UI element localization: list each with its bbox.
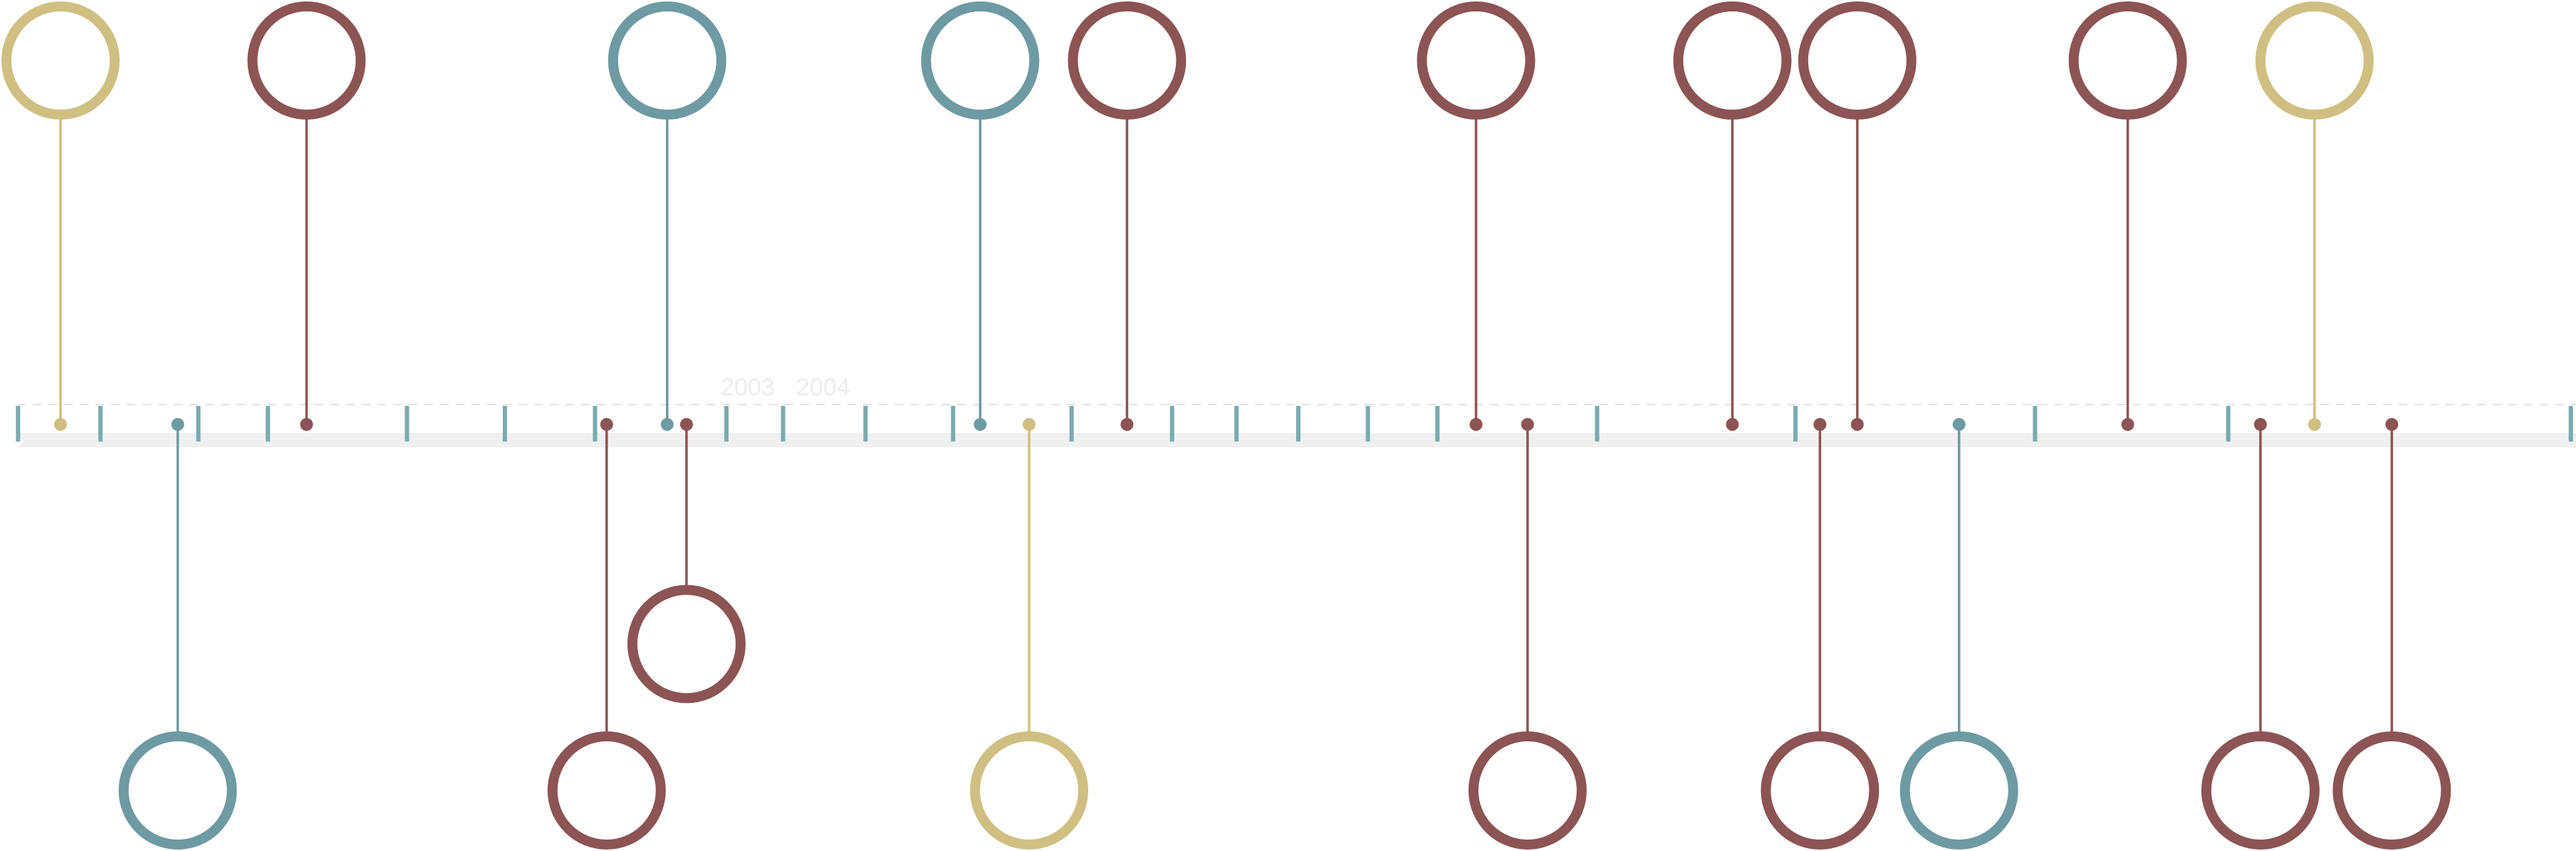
event-axis-dot: [1952, 418, 1966, 431]
event-ring: [969, 731, 1088, 850]
event-marker: [1761, 418, 1879, 850]
event-marker: [1673, 1, 1792, 431]
event-axis-dot: [300, 418, 313, 431]
event-ring: [1417, 1, 1535, 120]
event-ring: [1068, 1, 1187, 120]
event-axis-dot: [1521, 418, 1534, 431]
event-marker: [627, 418, 746, 704]
axis-tick-group: [16, 406, 2573, 442]
event-ring: [2201, 731, 2320, 850]
year-label-2004: 2004: [796, 374, 850, 401]
event-marker: [247, 1, 366, 431]
event-marker: [1468, 418, 1587, 850]
event-marker: [2332, 418, 2451, 850]
event-marker: [547, 418, 666, 850]
event-ring: [1899, 731, 2018, 850]
event-marker: [2068, 1, 2187, 431]
event-ring: [1468, 731, 1587, 850]
event-marker-group: [1, 1, 2451, 850]
event-ring: [1798, 1, 1917, 120]
event-marker: [118, 418, 237, 850]
event-axis-dot: [1469, 418, 1483, 431]
event-ring: [247, 1, 366, 120]
event-marker: [1, 1, 120, 431]
event-axis-dot: [1850, 418, 1864, 431]
event-axis-dot: [1726, 418, 1739, 431]
event-marker: [2255, 1, 2374, 431]
event-ring: [1761, 731, 1879, 850]
event-marker: [608, 1, 726, 431]
event-axis-dot: [2308, 418, 2321, 431]
year-label-2003: 2003: [721, 374, 775, 401]
event-marker: [921, 1, 1040, 431]
event-ring: [627, 585, 746, 704]
event-marker: [969, 418, 1088, 850]
event-ring: [118, 731, 237, 850]
event-axis-dot: [171, 418, 184, 431]
event-ring: [921, 1, 1040, 120]
event-ring: [2255, 1, 2374, 120]
event-ring: [1673, 1, 1792, 120]
event-ring: [608, 1, 726, 120]
event-axis-dot: [1120, 418, 1134, 431]
event-axis-dot: [679, 418, 693, 431]
event-axis-dot: [660, 418, 674, 431]
event-axis-dot: [2253, 418, 2267, 431]
event-axis-dot: [2385, 418, 2399, 431]
event-ring: [2332, 731, 2451, 850]
event-axis-dot: [1022, 418, 1036, 431]
event-ring: [1, 1, 120, 120]
event-axis-dot: [974, 418, 987, 431]
event-marker: [1798, 1, 1917, 431]
event-ring: [547, 731, 666, 850]
event-marker: [2201, 418, 2320, 850]
event-axis-dot: [1813, 418, 1827, 431]
event-marker: [1417, 1, 1535, 431]
event-axis-dot: [600, 418, 613, 431]
event-ring: [2068, 1, 2187, 120]
event-marker: [1068, 1, 1187, 431]
event-axis-dot: [2121, 418, 2134, 431]
event-marker: [1899, 418, 2018, 850]
event-axis-dot: [53, 418, 67, 431]
year-label-group: 2003 2004: [721, 374, 850, 401]
